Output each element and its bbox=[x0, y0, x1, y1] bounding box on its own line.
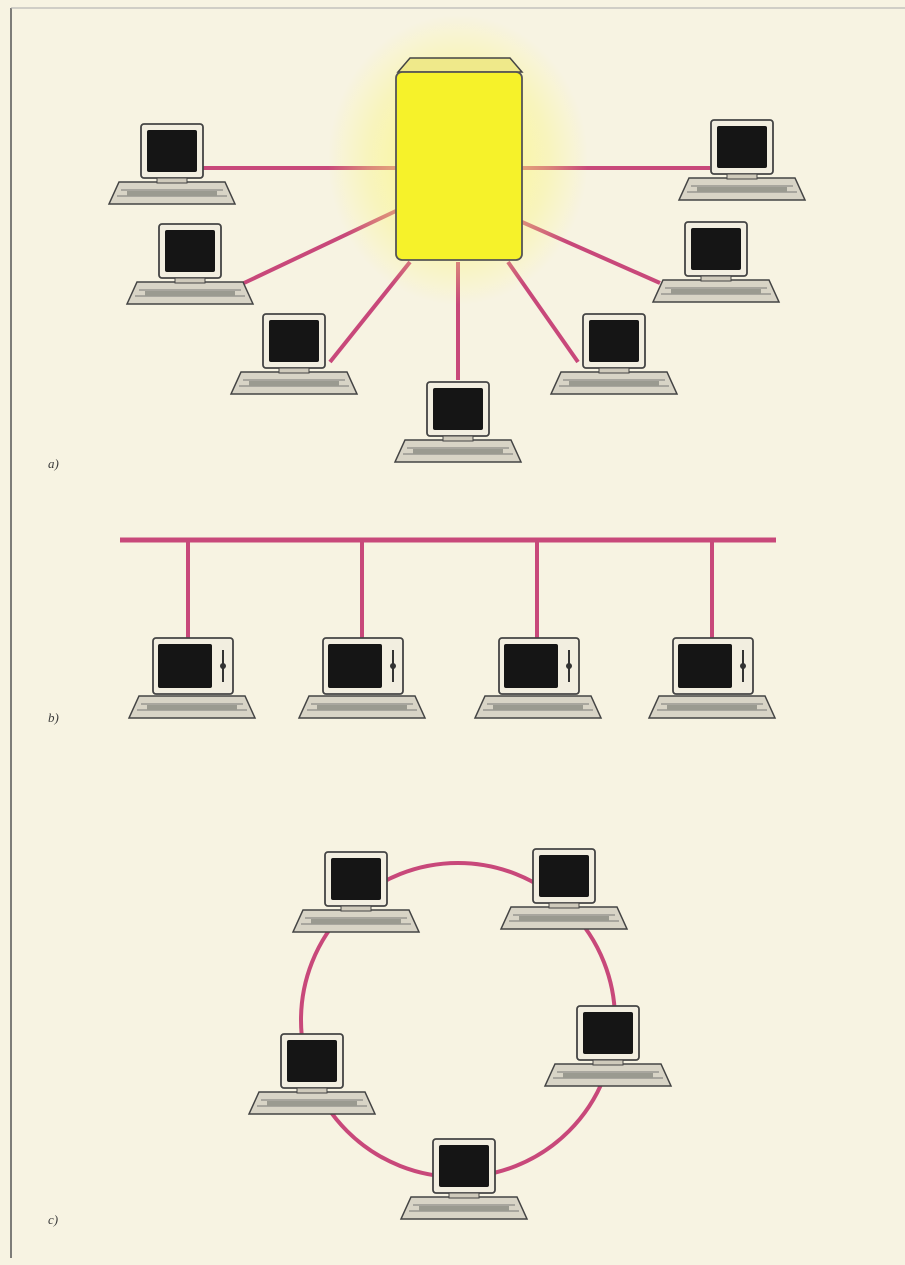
computer-icon bbox=[297, 636, 427, 720]
computer-icon bbox=[126, 223, 254, 305]
computer-icon bbox=[647, 636, 777, 720]
computer-icon bbox=[678, 119, 806, 201]
panel-a-star-topology bbox=[108, 15, 806, 463]
computer-icon bbox=[248, 1033, 376, 1115]
computer-icon bbox=[544, 1005, 672, 1087]
server-icon bbox=[395, 57, 524, 261]
computer-icon bbox=[292, 851, 420, 933]
bus-drops bbox=[186, 540, 714, 642]
computer-icon bbox=[400, 1138, 528, 1220]
computer-icon bbox=[108, 123, 236, 205]
computer-icon bbox=[550, 313, 678, 395]
panel-a-label: a) bbox=[48, 456, 59, 471]
computer-icon bbox=[500, 848, 628, 930]
computer-icon bbox=[652, 221, 780, 303]
panel-b-label: b) bbox=[48, 710, 59, 725]
panel-b-bus-topology bbox=[120, 537, 777, 720]
computer-icon bbox=[127, 636, 257, 720]
computer-icon bbox=[394, 381, 522, 463]
panel-c-ring-topology bbox=[248, 848, 672, 1220]
panel-c-label: c) bbox=[48, 1212, 59, 1227]
computer-icon bbox=[473, 636, 603, 720]
